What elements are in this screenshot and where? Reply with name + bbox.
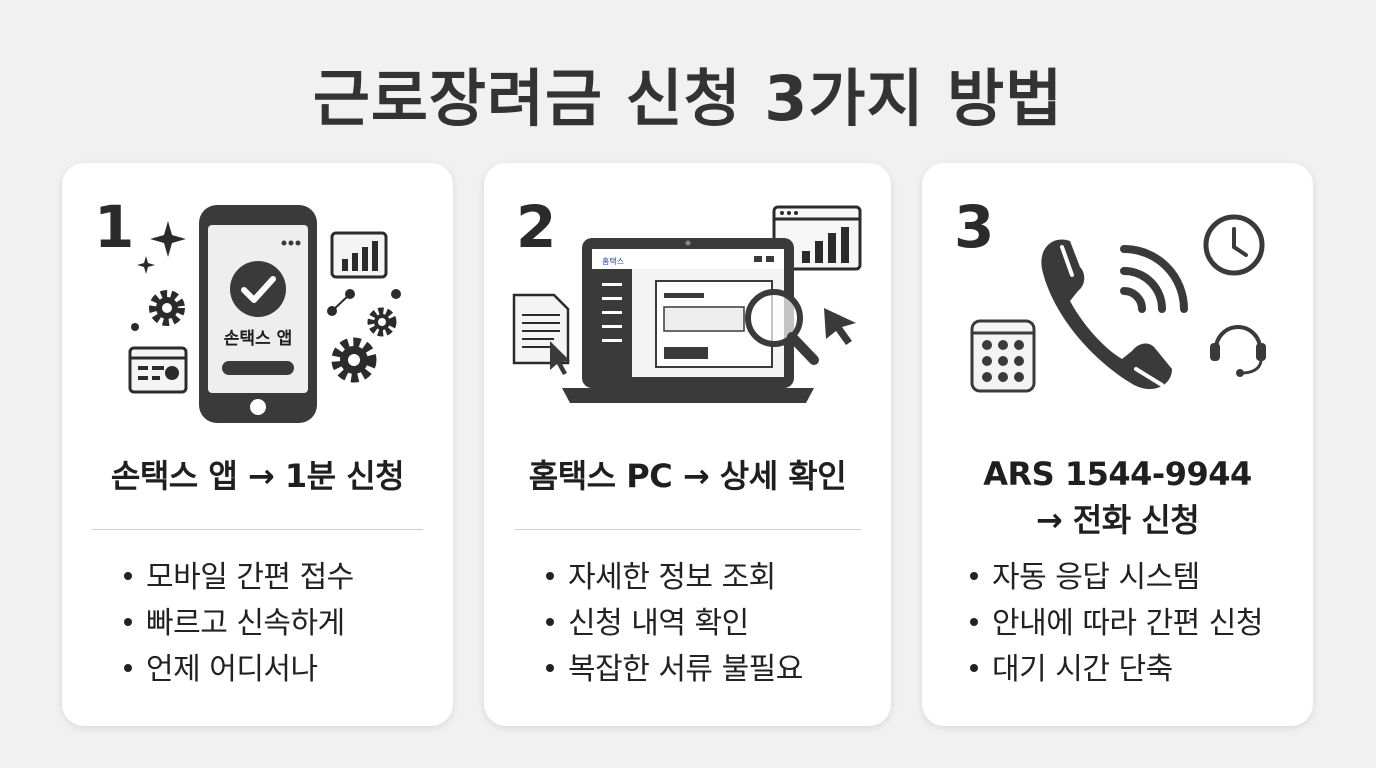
divider — [514, 529, 861, 530]
list-item: 안내에 따라 간편 신청 — [970, 601, 1264, 647]
signal-waves-icon — [1120, 245, 1188, 313]
keypad-icon — [970, 319, 1036, 393]
browser-window-icon — [128, 346, 188, 394]
card-heading: ARS 1544-9944 → 전화 신청 — [922, 451, 1313, 543]
method-card-pc: 2 홈택스 — [484, 163, 891, 726]
phone-handset-icon — [1041, 239, 1172, 390]
card-heading: 홈택스 PC → 상세 확인 — [528, 457, 847, 495]
gear-icon — [149, 290, 185, 326]
cursor-icon — [824, 308, 856, 345]
network-icon — [327, 289, 401, 316]
checkmark-icon — [230, 261, 286, 317]
sparkle-icon — [137, 221, 186, 274]
phone-illustration — [970, 214, 1266, 393]
card-heading-line2: → 전화 신청 — [1035, 501, 1200, 539]
clock-icon — [1203, 214, 1265, 276]
app-illustration: 손택스 앱 — [128, 205, 401, 423]
list-item: 언제 어디서나 — [124, 647, 354, 693]
method-card-ars: 3 — [922, 163, 1313, 726]
card-heading: 손택스 앱 → 1분 신청 — [110, 457, 405, 495]
cursor-icon — [550, 341, 570, 375]
magnifier-icon — [745, 289, 819, 365]
list-item: 자세한 정보 조회 — [546, 555, 803, 601]
page-title: 근로장려금 신청 3가지 방법 — [312, 62, 1064, 135]
gear-icon — [331, 337, 377, 383]
laptop-icon: 홈택스 — [562, 238, 814, 403]
pc-illustration: 홈택스 — [512, 205, 862, 403]
feature-list: 모바일 간편 접수 빠르고 신속하게 언제 어디서나 — [124, 555, 354, 693]
card-number: 2 — [516, 193, 557, 261]
svg-text:홈택스: 홈택스 — [602, 256, 624, 266]
card-number: 1 — [94, 193, 135, 261]
list-item: 자동 응답 시스템 — [970, 555, 1263, 601]
headset-icon — [1210, 325, 1266, 377]
card-number: 3 — [954, 193, 995, 261]
card-heading-line1: ARS 1544-9944 — [983, 455, 1252, 493]
divider — [92, 529, 423, 530]
bar-chart-icon — [330, 231, 388, 279]
feature-list: 자동 응답 시스템 안내에 따라 간편 신청 대기 시간 단축 — [970, 555, 1264, 693]
list-item: 빠르고 신속하게 — [124, 601, 354, 647]
list-item: 복잡한 서류 불필요 — [546, 647, 803, 693]
app-screen-label: 손택스 앱 — [224, 328, 292, 349]
list-item: 대기 시간 단축 — [970, 647, 1263, 693]
method-card-app: 1 손택스 — [62, 163, 453, 726]
list-item: 모바일 간편 접수 — [124, 555, 354, 601]
list-item: 신청 내역 확인 — [546, 601, 803, 647]
feature-list: 자세한 정보 조회 신청 내역 확인 복잡한 서류 불필요 — [546, 555, 803, 693]
gear-icon — [367, 307, 397, 337]
